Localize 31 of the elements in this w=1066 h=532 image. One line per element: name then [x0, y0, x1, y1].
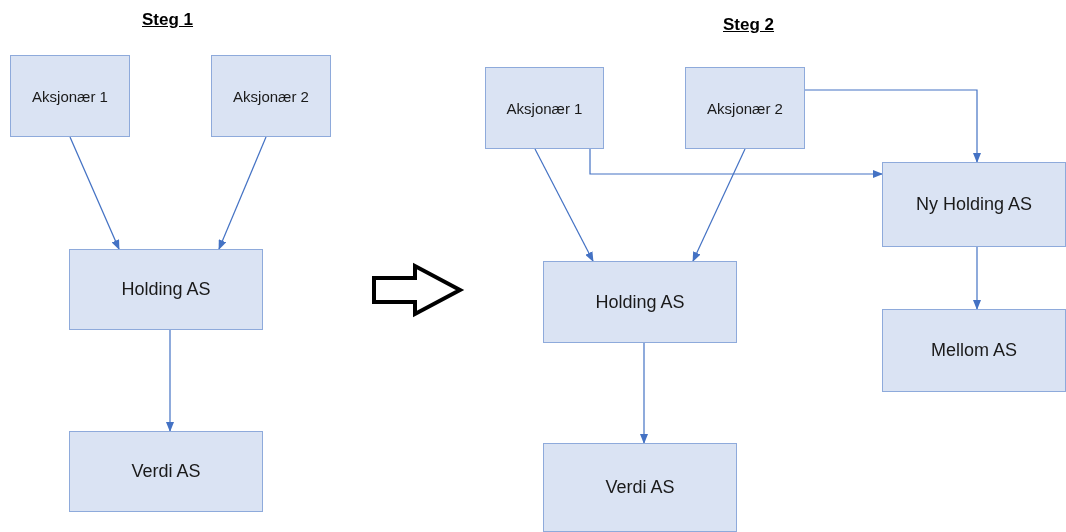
arrow: [973, 246, 981, 310]
entity-box: [69, 431, 263, 512]
arrow: [640, 342, 648, 444]
entity-box: [211, 55, 331, 137]
entity-name: Aksjonær 1: [506, 99, 583, 117]
arrow: [166, 329, 174, 432]
entity-name: Aksjonær 1: [32, 87, 108, 105]
entity-box: [485, 67, 604, 149]
entity-box: [882, 162, 1066, 247]
entity-box: [543, 261, 737, 343]
entity-box: [543, 443, 737, 532]
entity-name: Mellom AS: [931, 340, 1017, 361]
entity-name: Aksjonær 2: [707, 99, 783, 117]
arrow: [804, 89, 981, 163]
entity-box: [10, 55, 130, 137]
entity-box: [882, 309, 1066, 392]
step-heading: Steg 2: [723, 15, 775, 35]
arrow: [218, 136, 267, 250]
entity-name: Holding AS: [595, 291, 685, 313]
entity-name: Holding AS: [121, 279, 211, 300]
arrow: [69, 136, 120, 250]
entity-box: [685, 67, 805, 149]
arrow: [534, 148, 594, 262]
step-heading: Steg 1: [142, 10, 194, 30]
arrow: [692, 148, 746, 262]
entity-name: Aksjonær 2: [233, 87, 309, 105]
entity-box: [69, 249, 263, 330]
entity-name: Verdi AS: [605, 477, 675, 498]
arrow: [589, 148, 883, 178]
entity-name: Ny Holding AS: [915, 194, 1033, 215]
entity-name: Verdi AS: [131, 461, 201, 482]
